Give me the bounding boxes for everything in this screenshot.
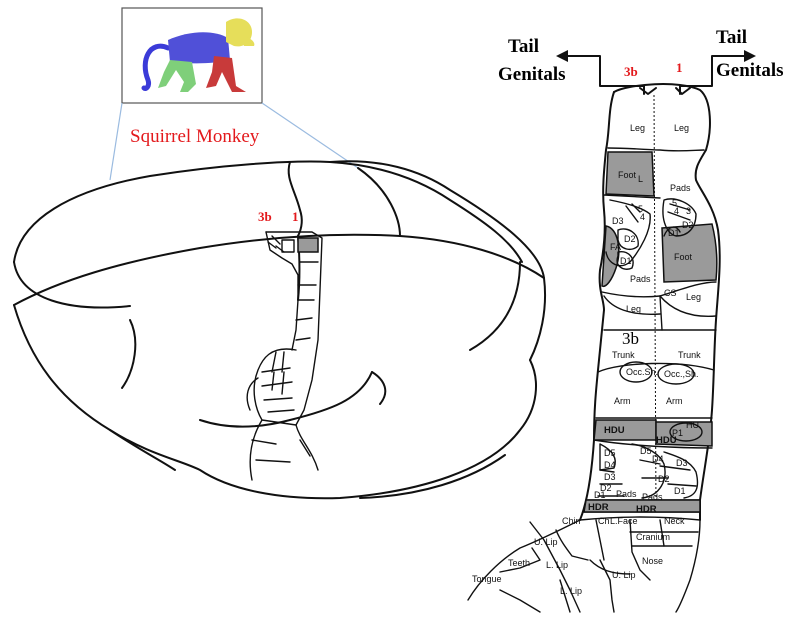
monkey-inset (110, 8, 358, 180)
label-tongue: Tongue (472, 574, 502, 584)
label-foot-3b-sub: L (638, 174, 643, 184)
label-occ-sh-3b: Occ.Sh. (626, 367, 658, 377)
label-chin2: Ch (598, 516, 610, 526)
label-d1-hand-1: D1 (674, 486, 686, 496)
label-cs: CS (664, 288, 677, 298)
area-border-dashed (654, 95, 656, 512)
label-d2-3b: D2 (624, 234, 636, 244)
label-d5-hand-3b: D5 (604, 448, 616, 458)
inset-guide-left (110, 103, 122, 180)
label-llip-bottom: L. Lip (560, 586, 582, 596)
map-label-1: 1 (676, 60, 683, 75)
label-d3-3b: D3 (612, 216, 624, 226)
left-genitals-label: Genitals (498, 64, 566, 85)
label-trunk-1: Trunk (678, 350, 701, 360)
label-llip-left: L. Lip (546, 560, 568, 570)
label-chin: Chin (562, 516, 581, 526)
label-p1-1: P1 (672, 428, 683, 438)
label-leg-1b: Leg (686, 292, 701, 302)
label-face: L.Face (610, 516, 638, 526)
right-genitals-label: Genitals (716, 60, 784, 81)
label-teeth: Teeth (508, 558, 530, 568)
label-fa-3b: FA (610, 242, 621, 252)
right-tail-label: Tail (716, 27, 747, 48)
somatotopic-strip (468, 84, 720, 612)
label-d1-1: D1 (668, 228, 680, 238)
left-tail-label: Tail (508, 36, 539, 57)
label-hdu-3b: HDU (604, 425, 625, 436)
map-region-labels: Leg Leg Foot L Pads D3 5 4 D2 FA D1 Pads… (472, 123, 702, 596)
label-d1-3b: D1 (620, 256, 632, 266)
label-pads-3b: Pads (630, 274, 651, 284)
brain-strip-foot-shade (298, 238, 318, 252)
label-leg-3b: Leg (630, 123, 645, 133)
species-title: Squirrel Monkey (130, 126, 260, 147)
label-pads-hand-1: Pads (642, 492, 663, 502)
label-neck: Neck (664, 516, 685, 526)
label-arm-1: Arm (666, 396, 683, 406)
label-trunk-3b: Trunk (612, 350, 635, 360)
label-d3-hand-1: D3 (676, 458, 688, 468)
label-ulip-right: U. Lip (612, 570, 636, 580)
brain-outline (14, 161, 545, 498)
label-hu-1: HU. (686, 420, 702, 430)
label-hdr-3b: HDR (588, 502, 609, 513)
label-pads-hand-3b: Pads (616, 489, 637, 499)
label-hdr-1: HDR (636, 504, 657, 515)
label-arm-3b: Arm (614, 396, 631, 406)
label-foot-3b: Foot (618, 170, 637, 180)
map-label-3b: 3b (624, 64, 638, 79)
inset-guide-right (262, 103, 358, 168)
label-pads-1: Pads (670, 183, 691, 193)
brain-label-3b: 3b (258, 209, 272, 224)
brain-label-1: 1 (292, 209, 299, 224)
label-d2-hand-1: D2 (658, 474, 670, 484)
label-cranium: Cranium (636, 532, 670, 542)
label-ulip-left: U. Lip (534, 537, 558, 547)
label-d3-hand-3b: D3 (604, 472, 616, 482)
label-d4-1: 4 (674, 206, 679, 216)
label-d1-hand-3b: D1 (594, 490, 606, 500)
label-d2-1: D2 (682, 220, 694, 230)
label-area-3b-big: 3b (622, 329, 639, 348)
label-d4-hand-1: D4 (652, 454, 664, 464)
label-nose: Nose (642, 556, 663, 566)
label-leg-1: Leg (674, 123, 689, 133)
label-d3-1: 3 (686, 206, 691, 216)
label-d4-hand-3b: D4 (604, 460, 616, 470)
label-d4-3b: 4 (640, 212, 645, 222)
label-d5-hand-1: D5 (640, 446, 652, 456)
label-occ-sh-1: Occ.,Sh. (664, 369, 699, 379)
label-foot-1: Foot (674, 252, 693, 262)
brain-strip-map (247, 232, 322, 480)
label-leg-3b-lower: Leg (626, 304, 641, 314)
